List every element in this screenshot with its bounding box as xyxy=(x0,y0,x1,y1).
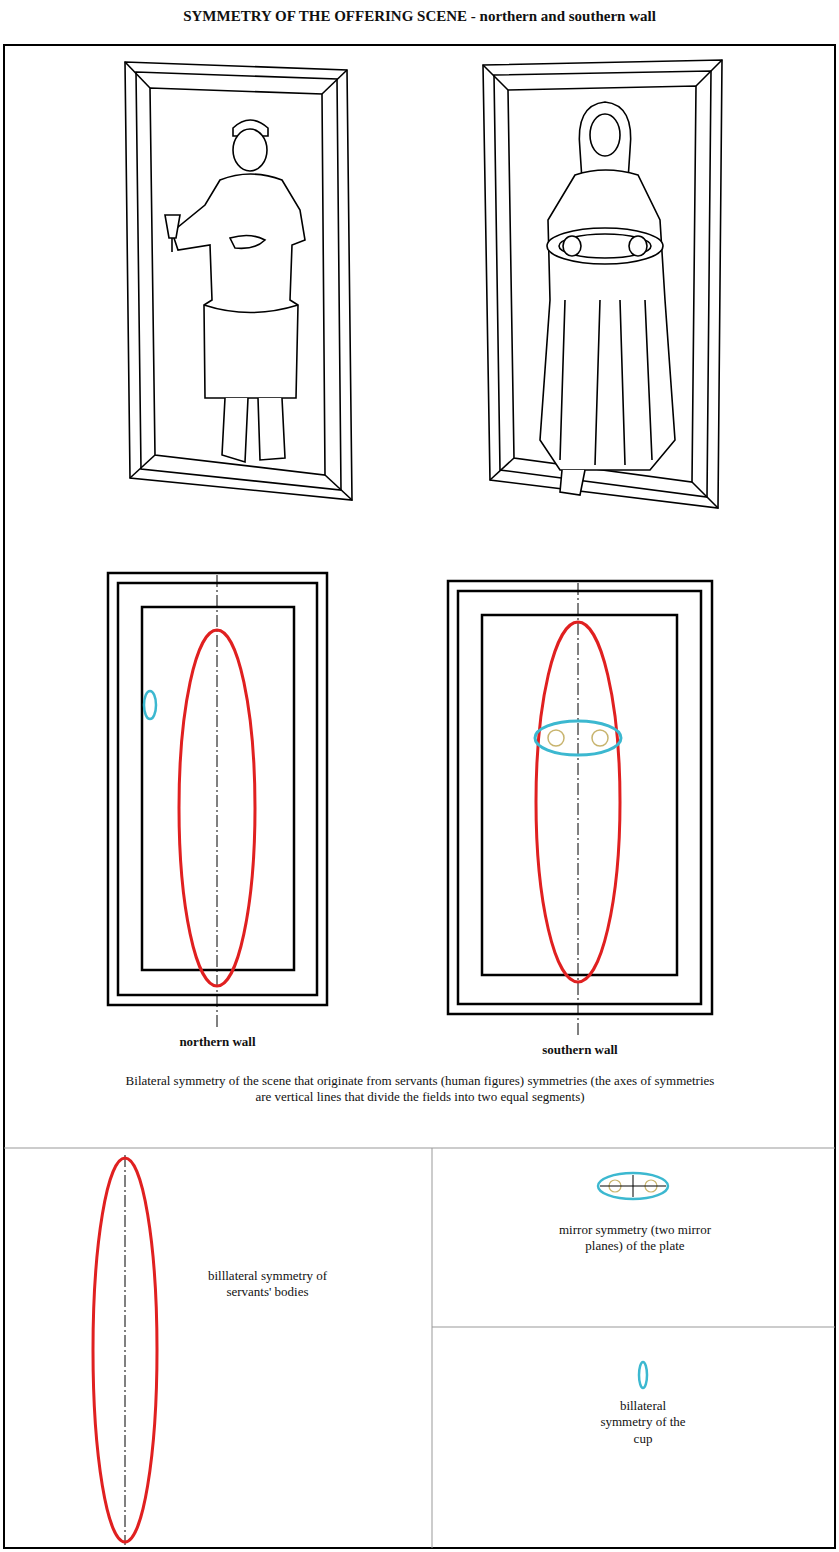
relief-south xyxy=(483,60,722,508)
legend-text: billlateral symmetry of servants' bodies xyxy=(200,1268,335,1301)
title: SYMMETRY OF THE OFFERING SCENE - norther… xyxy=(10,8,829,25)
caption: Bilateral symmetry of the scene that ori… xyxy=(120,1073,720,1106)
relief-north xyxy=(125,62,352,500)
wall-panel: southern wall xyxy=(440,573,720,1058)
legend-text: mirror symmetry (two mirror planes) of t… xyxy=(555,1222,715,1255)
wall-panel: northern wall xyxy=(100,565,335,1050)
panel-label: southern wall xyxy=(440,1042,720,1058)
legend-text: billateral symmetry of the cup xyxy=(598,1398,688,1447)
panel-label: northern wall xyxy=(100,1034,335,1050)
